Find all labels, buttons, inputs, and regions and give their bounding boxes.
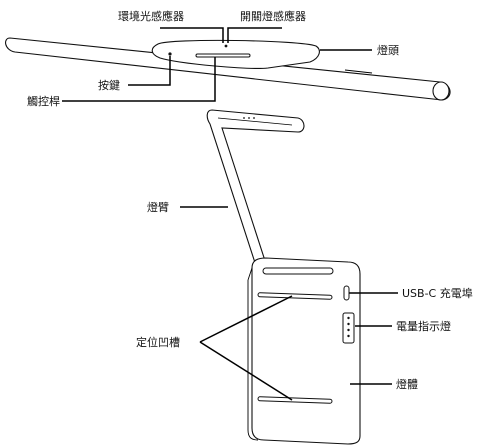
sensor-dot [224, 44, 228, 48]
touch-bar-slot [195, 53, 251, 58]
label-lamp-head: 燈頭 [377, 43, 399, 57]
lamp-head-housing [151, 39, 320, 69]
groove-lower [257, 396, 333, 404]
button-dot [168, 52, 172, 56]
label-lamp-arm: 燈臂 [147, 200, 169, 214]
callout-lines [62, 27, 398, 401]
light-bar [5, 37, 451, 101]
label-usb-port: USB-C 充電埠 [402, 286, 473, 300]
battery-indicator-shape [342, 312, 355, 344]
label-battery-indicator: 電量指示燈 [396, 319, 451, 333]
lamp-body-shape [247, 257, 361, 445]
body-top-slot [262, 267, 334, 275]
label-button: 按鍵 [98, 78, 120, 92]
label-ambient-sensor: 環境光感應器 [118, 9, 184, 23]
label-touch-bar: 觸控桿 [27, 94, 60, 108]
lamp-arm-shape [206, 109, 305, 273]
groove-upper [257, 292, 333, 300]
label-switch-sensor: 開關燈感應器 [240, 9, 306, 23]
label-lamp-body: 燈體 [396, 377, 418, 391]
label-positioning-grooves: 定位凹槽 [136, 335, 180, 349]
usb-c-port-shape [343, 285, 350, 301]
